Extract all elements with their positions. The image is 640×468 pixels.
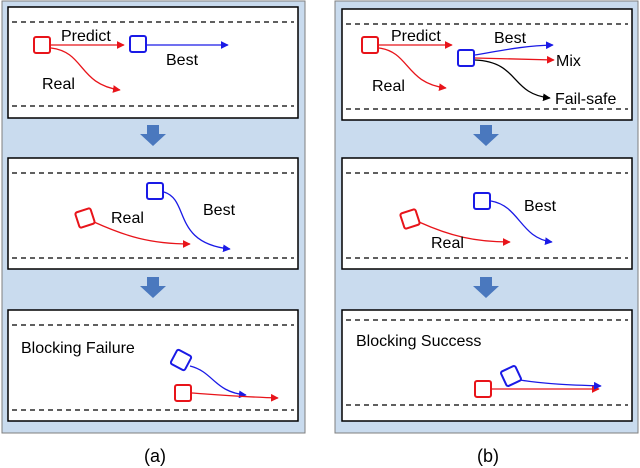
panel-a-step2: Real Best (7, 157, 299, 270)
best-arrow (189, 365, 247, 399)
blocking-result-label: Blocking Success (356, 333, 481, 350)
real-arrow (93, 221, 191, 248)
mix-arrow (474, 55, 555, 64)
panel-a-step1-box (7, 6, 299, 119)
best-arrow (474, 41, 554, 56)
panel-b-step2: Best Real (341, 157, 633, 270)
real-vehicle (174, 384, 192, 402)
real-vehicle (474, 380, 492, 398)
panel-b-step3-box (341, 309, 633, 422)
panel-a: Predict Best Real Real Best Blocking Fai… (1, 0, 306, 434)
panel-b-step1-box (341, 8, 633, 121)
real-vehicle (361, 36, 379, 54)
real-arrow (418, 221, 511, 246)
panel-a-caption: (a) (144, 446, 166, 466)
real-arrow (191, 392, 279, 402)
best-label: Best (203, 202, 236, 219)
failsafe-label: Fail-safe (555, 91, 616, 108)
panel-a-step2-box (7, 157, 299, 270)
defender-vehicle (500, 365, 522, 387)
panel-b-step1: Predict Best Mix Fail-safe Real (341, 8, 633, 121)
real-vehicle (399, 208, 421, 230)
panel-b-step2-box (341, 157, 633, 270)
real-arrow (378, 47, 447, 92)
panel-a-step1: Predict Best Real (7, 6, 299, 119)
panel-a-step3-box (7, 309, 299, 422)
best-label: Best (494, 30, 527, 47)
defender-vehicle (169, 348, 193, 372)
failsafe-arrow (474, 59, 551, 102)
real-arrow (50, 47, 121, 93)
panel-b-caption: (b) (477, 446, 499, 466)
best-arrow (490, 200, 553, 245)
best-label: Best (524, 198, 557, 215)
best-arrow (163, 191, 231, 253)
predict-label: Predict (61, 28, 111, 45)
down-arrow-icon (473, 125, 499, 146)
real-label: Real (111, 210, 144, 227)
real-label: Real (431, 235, 464, 252)
defender-vehicle (457, 49, 475, 67)
panel-a-step3: Blocking Failure (7, 309, 299, 422)
mix-label: Mix (556, 53, 581, 70)
down-arrow-icon (140, 277, 166, 298)
real-label: Real (42, 76, 75, 93)
defender-vehicle (146, 182, 164, 200)
panel-b-step3: Blocking Success (341, 309, 633, 422)
down-arrow-icon (140, 125, 166, 146)
best-arrow (519, 379, 602, 390)
down-arrow-icon (473, 277, 499, 298)
blocking-result-label: Blocking Failure (21, 340, 135, 357)
real-vehicle (74, 207, 96, 229)
defender-vehicle (473, 192, 491, 210)
predict-label: Predict (391, 28, 441, 45)
real-vehicle (33, 36, 51, 54)
panel-b: Predict Best Mix Fail-safe Real Best Rea… (334, 0, 639, 434)
best-label: Best (166, 52, 199, 69)
defender-vehicle (129, 35, 147, 53)
real-label: Real (372, 78, 405, 95)
